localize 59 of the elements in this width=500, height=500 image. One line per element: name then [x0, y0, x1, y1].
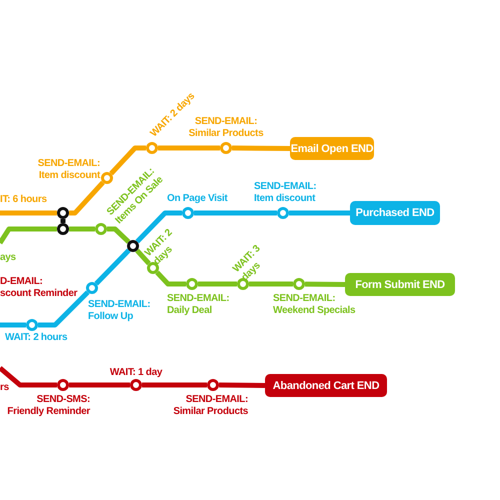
station-label: SEND-EMAIL: Follow Up — [88, 299, 152, 323]
route-line — [232, 146, 290, 151]
station-circle — [26, 319, 38, 331]
station-circle — [237, 278, 249, 290]
route-line — [0, 210, 57, 216]
route-line — [0, 322, 26, 328]
route-line — [135, 210, 182, 244]
station-circle — [130, 379, 142, 391]
station-circle — [220, 142, 232, 154]
route-line — [158, 146, 220, 150]
route-line — [0, 366, 57, 388]
route-line — [194, 210, 277, 216]
station-label: SEND-EMAIL: Weekend Specials — [273, 293, 356, 317]
route-line — [135, 248, 151, 266]
station-label: D-EMAIL: — [0, 276, 44, 288]
station-circle — [95, 223, 107, 235]
end-station-label: Abandoned Cart END — [265, 374, 387, 397]
route-line — [198, 282, 237, 286]
station-circle — [147, 262, 159, 274]
interchange-connector — [60, 219, 66, 223]
station-circle — [207, 379, 219, 391]
station-circle — [277, 207, 289, 219]
route-line — [69, 180, 105, 216]
station-label: SEND-EMAIL: Item discount — [36, 158, 100, 182]
station-label: rs — [0, 382, 10, 394]
end-station-label: Email Open END — [290, 137, 374, 160]
route-line — [304, 282, 346, 287]
interchange-station — [57, 223, 69, 235]
route-line — [107, 226, 130, 244]
route-line — [69, 226, 95, 232]
station-circle — [86, 282, 98, 294]
station-circle — [57, 379, 69, 391]
station-circle — [146, 142, 158, 154]
route-line — [289, 210, 350, 216]
station-label: SEND-EMAIL: Item discount — [254, 181, 318, 205]
station-label: SEND-EMAIL: Similar Products — [172, 394, 248, 418]
station-circle — [182, 207, 194, 219]
route-line — [218, 382, 266, 388]
route-line — [142, 382, 207, 388]
station-label: SEND-EMAIL: Similar Products — [188, 116, 264, 140]
station-label: SEND-EMAIL: Daily Deal — [167, 293, 230, 317]
route-line — [94, 248, 131, 286]
station-label: ays — [0, 252, 17, 264]
end-station-label: Purchased END — [350, 201, 440, 225]
interchange-station — [57, 207, 69, 219]
station-label: WAIT: 2 hours — [5, 332, 68, 344]
route-line — [69, 382, 130, 388]
route-line — [0, 226, 57, 244]
station-circle — [293, 278, 305, 290]
station-label: IT: 6 hours — [0, 194, 48, 206]
route-line — [155, 270, 186, 286]
route-line — [109, 146, 146, 176]
route-line — [38, 290, 90, 328]
station-label: scount Reminder — [0, 288, 78, 300]
station-label: SEND-SMS: Friendly Reminder — [6, 394, 90, 418]
station-label: WAIT: 1 day — [108, 367, 164, 379]
route-line — [249, 282, 293, 286]
station-circle — [186, 278, 198, 290]
end-station-label: Form Submit END — [345, 273, 455, 296]
